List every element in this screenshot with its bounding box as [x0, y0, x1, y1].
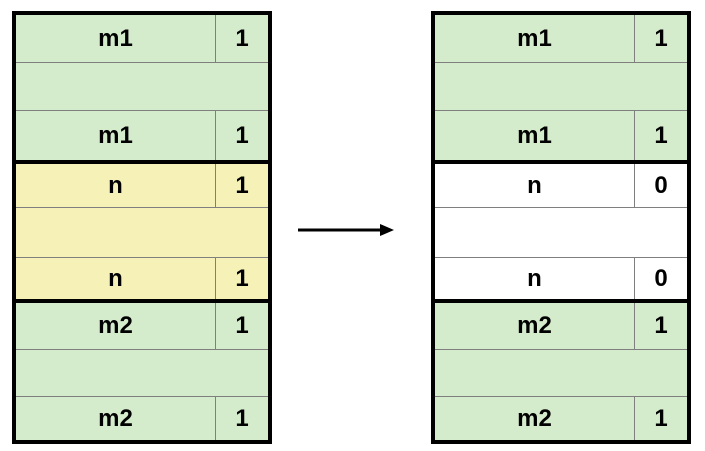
footer-alloc-bit: 1	[634, 111, 687, 160]
header-row: m2 1	[16, 303, 268, 350]
footer-row: n 1	[16, 258, 268, 299]
header-size-label: m2	[517, 312, 552, 339]
header-size-label: m2	[98, 312, 133, 339]
footer-row: m2 1	[435, 397, 687, 440]
block-n-after: n 0 n 0	[435, 160, 687, 303]
payload-row	[435, 208, 687, 258]
footer-row: m1 1	[16, 111, 268, 160]
header-row: n 0	[435, 164, 687, 208]
header-row: m1 1	[435, 15, 687, 63]
footer-alloc-bit: 1	[634, 397, 687, 440]
block-m2-before: m2 1 m2 1	[16, 303, 268, 440]
header-size-label: m1	[517, 24, 552, 52]
block-m2-after: m2 1 m2 1	[435, 303, 687, 440]
header-size-label: m1	[98, 24, 133, 52]
heap-before: m1 1 m1 1 n 1 n 1 m2 1 m2 1	[12, 11, 272, 444]
header-alloc-bit: 1	[215, 15, 268, 62]
header-row: n 1	[16, 164, 268, 208]
heap-after: m1 1 m1 1 n 0 n 0 m2 1 m2 1	[431, 11, 691, 444]
footer-row: m1 1	[435, 111, 687, 160]
footer-alloc-bit: 1	[215, 258, 268, 299]
footer-row: n 0	[435, 258, 687, 299]
footer-alloc-bit: 1	[215, 111, 268, 160]
header-row: m2 1	[435, 303, 687, 350]
header-alloc-bit: 1	[634, 303, 687, 349]
block-m1-after: m1 1 m1 1	[435, 15, 687, 160]
footer-alloc-bit: 1	[215, 397, 268, 440]
block-n-before: n 1 n 1	[16, 160, 268, 303]
footer-size-label: m2	[98, 404, 133, 432]
header-alloc-bit: 1	[634, 15, 687, 62]
footer-size-label: m2	[517, 404, 552, 432]
header-alloc-bit: 0	[634, 164, 687, 207]
footer-size-label: n	[108, 264, 123, 292]
payload-row	[16, 208, 268, 258]
footer-size-label: m1	[98, 121, 133, 149]
footer-row: m2 1	[16, 397, 268, 440]
transition-arrow-icon	[298, 224, 394, 236]
payload-row	[16, 350, 268, 397]
header-size-label: n	[527, 171, 542, 199]
block-m1-before: m1 1 m1 1	[16, 15, 268, 160]
footer-size-label: n	[527, 264, 542, 292]
footer-alloc-bit: 0	[634, 258, 687, 299]
payload-row	[435, 350, 687, 397]
header-size-label: n	[108, 171, 123, 199]
header-alloc-bit: 1	[215, 164, 268, 207]
header-alloc-bit: 1	[215, 303, 268, 349]
header-row: m1 1	[16, 15, 268, 63]
footer-size-label: m1	[517, 121, 552, 149]
payload-row	[435, 63, 687, 111]
payload-row	[16, 63, 268, 111]
